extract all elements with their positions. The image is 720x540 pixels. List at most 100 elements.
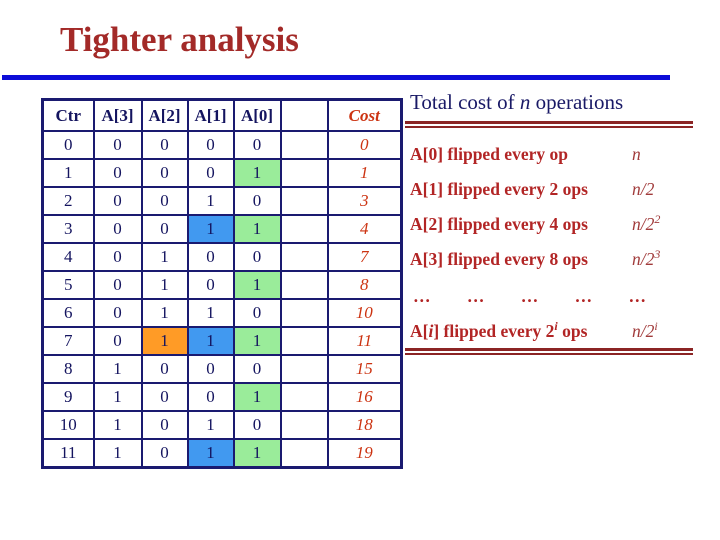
bit-cell: 0: [92, 298, 143, 328]
text-segment: /2: [640, 249, 655, 269]
cost-item-expression: n/23: [632, 248, 660, 270]
bit-cell: 0: [232, 130, 282, 160]
text-segment: ] flipped every 2: [433, 321, 555, 341]
cost-item: A[3] flipped every 8 ops n/23: [410, 248, 694, 272]
bit-cell: 0: [140, 354, 189, 384]
text-segment: n: [632, 144, 641, 164]
ctr-cell: 4: [41, 242, 95, 272]
col-header-ctr: Ctr: [41, 98, 95, 132]
bit-cell: 1: [186, 326, 235, 356]
spacer-cell: [279, 298, 329, 328]
text-segment: /2: [640, 321, 655, 341]
text-segment: n: [632, 179, 641, 199]
bit-cell: 1: [140, 298, 189, 328]
bit-cell: 1: [140, 242, 189, 272]
bit-cell: 0: [92, 130, 143, 160]
bit-cell: 0: [140, 382, 189, 412]
bit-cell: 1: [186, 186, 235, 216]
spacer-cell: [279, 130, 329, 160]
cost-item-expression: n/2: [632, 178, 654, 200]
bit-cell: 0: [186, 242, 235, 272]
ctr-cell: 0: [41, 130, 95, 160]
text-segment: n: [632, 321, 641, 341]
text-segment: A[3] flipped every 8 ops: [410, 249, 588, 269]
bit-cell: 0: [92, 270, 143, 300]
bit-cell: 1: [92, 354, 143, 384]
cost-item-label: A[0] flipped every op: [410, 144, 568, 164]
ellipsis: …: [574, 286, 594, 306]
bit-cell: 0: [232, 186, 282, 216]
cost-cell: 8: [326, 270, 403, 300]
cost-cell: 7: [326, 242, 403, 272]
text-segment: /2: [640, 179, 655, 199]
bit-cell: 1: [92, 382, 143, 412]
cost-item-label: A[3] flipped every 8 ops: [410, 249, 588, 269]
title-underline-rule: [2, 75, 670, 80]
bit-cell: 1: [186, 410, 235, 440]
bit-cell: 1: [232, 382, 282, 412]
col-header-a0: A[0]: [232, 98, 282, 132]
bit-cell: 1: [232, 158, 282, 188]
bit-cell: 0: [92, 186, 143, 216]
cost-cell: 15: [326, 354, 403, 384]
ctr-cell: 10: [41, 410, 95, 440]
text-segment: A[1] flipped every 2 ops: [410, 179, 588, 199]
bit-cell: 0: [232, 410, 282, 440]
bit-cell: 0: [186, 354, 235, 384]
ellipsis: …: [628, 286, 647, 306]
col-header-a1: A[1]: [186, 98, 235, 132]
spacer-cell: [279, 438, 329, 469]
cost-item-expression: n: [632, 143, 641, 165]
bit-cell: 0: [140, 214, 189, 244]
text-segment: n: [632, 249, 641, 269]
bit-cell: 0: [232, 298, 282, 328]
bit-cell: 0: [140, 410, 189, 440]
ctr-cell: 9: [41, 382, 95, 412]
bit-cell: 1: [232, 438, 282, 469]
bit-cell: 1: [186, 438, 235, 469]
cost-cell: 4: [326, 214, 403, 244]
ctr-cell: 8: [41, 354, 95, 384]
bit-cell: 0: [186, 270, 235, 300]
bit-cell: 1: [140, 326, 189, 356]
text-segment: operations: [530, 90, 624, 114]
ellipsis: …: [520, 286, 540, 306]
col-header-a3: A[3]: [92, 98, 143, 132]
text-segment: n: [632, 214, 641, 234]
text-segment: /2: [640, 214, 655, 234]
text-segment: A[: [410, 321, 429, 341]
bit-cell: 0: [140, 158, 189, 188]
cost-item-label: A[i] flipped every 2i ops: [410, 319, 587, 341]
bit-cell: 1: [140, 270, 189, 300]
total-cost-panel: Total cost of n operations A[0] flipped …: [405, 88, 697, 363]
cost-cell: 1: [326, 158, 403, 188]
text-segment: n: [519, 90, 531, 114]
page-title: Tighter analysis: [60, 20, 299, 59]
text-segment: A[0] flipped every op: [410, 144, 568, 164]
cost-cell: 18: [326, 410, 403, 440]
cost-item: A[0] flipped every op n: [410, 143, 694, 167]
spacer-cell: [279, 354, 329, 384]
bit-cell: 0: [140, 438, 189, 469]
text-segment: i: [554, 319, 558, 334]
bit-cell: 1: [232, 214, 282, 244]
bit-cell: 1: [232, 326, 282, 356]
bit-cell: 0: [92, 242, 143, 272]
cost-cell: 3: [326, 186, 403, 216]
cost-cell: 0: [326, 130, 403, 160]
cost-cell: 16: [326, 382, 403, 412]
spacer-cell: [279, 382, 329, 412]
cost-item: A[1] flipped every 2 ops n/2: [410, 178, 694, 202]
text-segment: A[2] flipped every 4 ops: [410, 214, 588, 234]
bit-cell: 0: [92, 326, 143, 356]
bit-cell: 0: [186, 382, 235, 412]
